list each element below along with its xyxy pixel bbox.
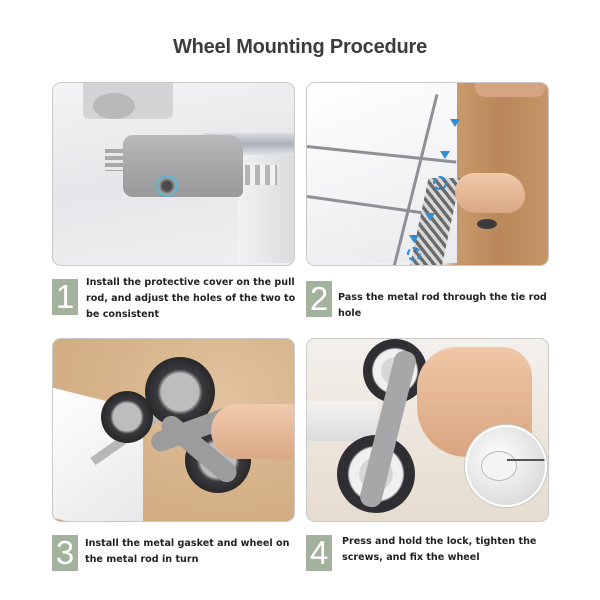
grid-shape	[245, 165, 277, 185]
step-caption: Press and hold the lock, tighten the scr…	[342, 536, 537, 563]
hand-shape	[211, 404, 294, 459]
step-2-photo	[306, 82, 549, 266]
step-caption: Install the protective cover on the pull…	[86, 277, 296, 320]
step-4-photo	[306, 338, 549, 522]
page-title: Wheel Mounting Procedure	[172, 36, 428, 58]
highlight-circle-icon	[433, 176, 447, 190]
step-caption: Pass the metal rod through the tie rod h…	[338, 292, 547, 319]
step-number-badge: 2	[306, 281, 332, 317]
highlighted-hole-icon	[156, 175, 178, 197]
protective-cover-shape	[123, 135, 243, 197]
detail-inset-circle	[465, 425, 547, 507]
step-number-badge: 1	[52, 279, 78, 315]
roller-shape	[93, 93, 135, 119]
cart-frame-shape	[307, 401, 377, 441]
step-3-photo	[52, 338, 295, 522]
step-number-badge: 4	[306, 535, 332, 571]
arrow-down-icon	[440, 151, 450, 159]
hand-shape	[455, 173, 525, 213]
wheel-shape	[101, 391, 153, 443]
arrow-down-icon	[450, 119, 460, 127]
arrow-down-icon	[409, 235, 419, 243]
hex-key-icon	[507, 459, 545, 461]
step-number-badge: 3	[52, 535, 78, 571]
lock-icon	[481, 451, 517, 481]
cart-wheel-shape	[477, 219, 497, 229]
step-caption: Install the metal gasket and wheel on th…	[85, 538, 290, 565]
step-1-photo	[52, 82, 295, 266]
highlight-circle-icon	[407, 247, 421, 261]
fins-shape	[105, 149, 127, 171]
hand-shape	[475, 83, 545, 97]
arrow-down-icon	[425, 213, 435, 221]
